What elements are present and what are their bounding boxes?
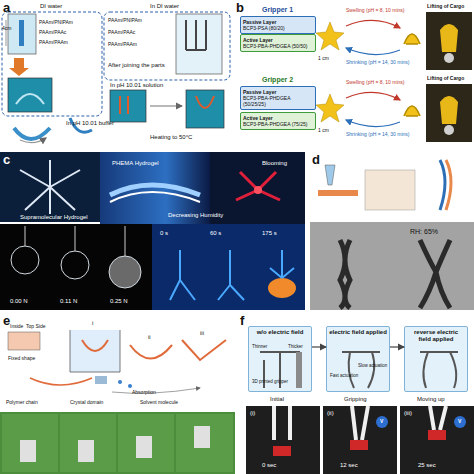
node-heading: w/o electric field — [251, 329, 309, 336]
annotation-text: Initial — [270, 396, 284, 402]
annotation-text: In pH 10.01 buffer — [66, 120, 114, 126]
annotation-text: 1 cm — [318, 56, 329, 61]
annotation-text: 4cm — [2, 26, 11, 31]
panel-letter: d — [312, 153, 320, 166]
annotation-text: 25 sec — [418, 462, 436, 468]
annotation-text: 0 sec — [262, 462, 276, 468]
annotation-text: PHEMA Hydrogel — [112, 160, 159, 166]
annotation-text: DI water — [40, 3, 62, 9]
node-body: BCP3-PSA (80/20) — [243, 25, 313, 31]
annotation-text: 175 s — [262, 230, 277, 236]
annotation-text: 3D printed gripper — [252, 380, 288, 385]
panel-letter: f — [240, 314, 244, 327]
panel-letter: e — [3, 314, 10, 327]
annotation-text: Swelling (pH = 8, 10 mins) — [346, 8, 405, 13]
node-body: BCP3-PBA-PHDGEA (75/25) — [243, 121, 313, 127]
annotation-text: Slow actuation — [358, 364, 387, 369]
annotation-text: Gripper 2 — [262, 76, 293, 83]
annotation-text: After joining the parts — [108, 62, 165, 68]
layer-box: Active LayerBCP3-PBA-PHDGEA (50/50) — [240, 34, 316, 52]
annotation-text: Top Side — [26, 324, 45, 329]
annotation-text: ii — [148, 334, 151, 340]
annotation-text: In pH 10.01 solution — [110, 82, 163, 88]
panel-letter: b — [236, 1, 244, 14]
node-body: BCP3-PBA-PHDGEA (50/25/25) — [243, 95, 313, 107]
annotation-text: iii — [200, 330, 204, 336]
annotation-text: Thinner — [252, 345, 267, 350]
annotation-text: 0.25 N — [110, 298, 128, 304]
annotation-text: PAAm/PAAm — [108, 42, 137, 47]
panel-letter: a — [3, 1, 10, 14]
annotation-text: Polymer chain — [6, 400, 38, 405]
annotation-text: Decreasing Humidity — [168, 212, 223, 218]
node-heading: Active Layer — [243, 37, 313, 43]
annotation-text: Blooming — [262, 160, 287, 166]
annotation-text: (i) — [250, 410, 255, 416]
annotation-text: Solvent molecule — [140, 400, 178, 405]
annotation-text: PAAm/PNIPAm — [39, 20, 73, 25]
annotation-text: 12 sec — [340, 462, 358, 468]
annotation-text: Supramolecular Hydrogel — [20, 214, 88, 220]
annotation-text: 1 cm — [318, 128, 329, 133]
state-panel: reverse electric field applied — [404, 326, 468, 392]
annotation-text: Gripping — [344, 396, 367, 402]
node-heading: Active Layer — [243, 115, 313, 121]
node-heading: Passive Layer — [243, 19, 313, 25]
annotation-text: Moving up — [417, 396, 445, 402]
annotation-text: PAAm/PAAc — [39, 30, 66, 35]
annotation-text: Lifting of Cargo — [427, 76, 464, 81]
annotation-text: (ii) — [327, 410, 334, 416]
annotation-text: Heating to 50°C — [150, 134, 192, 140]
node-heading: Passive Layer — [243, 89, 313, 95]
annotation-text: V — [380, 419, 383, 424]
annotation-text: In DI water — [150, 3, 179, 9]
annotation-text: PAAm/PAAc — [108, 30, 135, 35]
annotation-text: Swelling (pH = 8, 10 mins) — [346, 80, 405, 85]
annotation-text: Inside — [10, 324, 23, 329]
annotation-text: Gripper 1 — [262, 6, 293, 13]
annotation-text: 0.00 N — [10, 298, 28, 304]
annotation-text: i — [92, 320, 93, 326]
annotation-text: RH: 65% — [410, 228, 438, 235]
panel-letter: c — [3, 153, 10, 166]
annotation-text: Fixed shape — [8, 356, 35, 361]
annotation-text: Fast actuation — [330, 374, 358, 379]
gripper-sketch — [296, 352, 302, 388]
annotation-text: 0 s — [160, 230, 168, 236]
annotation-text: Absorption — [132, 390, 156, 395]
annotation-text: (iii) — [404, 410, 412, 416]
annotation-text: PAAm/PNIPAm — [108, 18, 142, 23]
layer-box: Passive LayerBCP3-PSA (80/20) — [240, 16, 316, 34]
node-body: BCP3-PBA-PHDGEA (50/50) — [243, 43, 313, 49]
annotation-text: V — [458, 419, 461, 424]
annotation-text: Shrinking (pH = 14, 30 mins) — [346, 132, 410, 137]
layer-box: Active LayerBCP3-PBA-PHDGEA (75/25) — [240, 112, 316, 130]
flow-arrow — [312, 346, 326, 347]
annotation-text: Lifting of Cargo — [427, 4, 464, 9]
node-heading: reverse electric field applied — [407, 329, 465, 343]
annotation-text: 0.11 N — [60, 298, 77, 304]
annotation-text: Thicker — [288, 345, 303, 350]
annotation-text: PAAm/PAAm — [39, 40, 68, 45]
state-panel: electric field applied — [326, 326, 390, 392]
annotation-text: Shrinking (pH = 14, 30 mins) — [346, 60, 410, 65]
annotation-text: 60 s — [210, 230, 221, 236]
flow-arrow — [390, 346, 404, 347]
node-heading: electric field applied — [329, 329, 387, 336]
annotation-text: Crystal domain — [70, 400, 103, 405]
layer-box: Passive LayerBCP3-PBA-PHDGEA (50/25/25) — [240, 86, 316, 110]
